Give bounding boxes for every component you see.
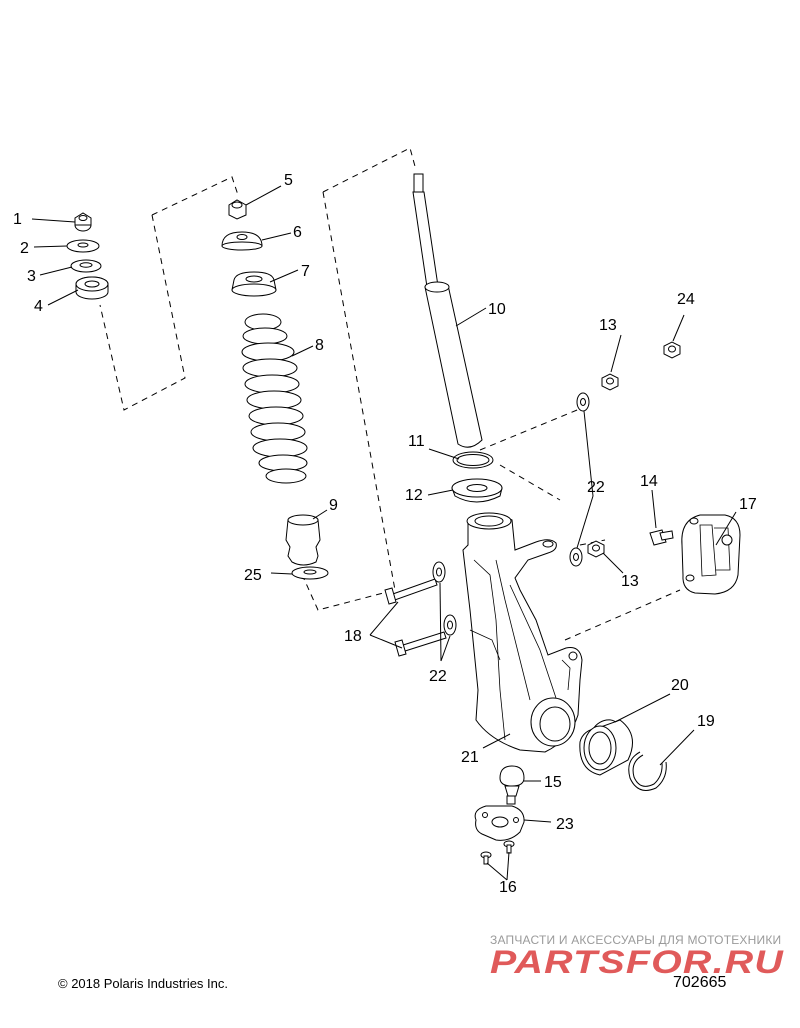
- part-6-mount: [221, 231, 263, 251]
- part-22-washers-right: [569, 392, 590, 567]
- part-8-coil-spring: [241, 313, 308, 484]
- part-20-bearing: [579, 719, 633, 776]
- callout-20: 20: [671, 677, 689, 694]
- callout-17: 17: [739, 496, 757, 513]
- part-5-nut: [228, 199, 247, 220]
- part-9-bump-stop: [285, 514, 321, 566]
- part-11-ring: [452, 451, 494, 469]
- callout-22-left: 22: [429, 668, 447, 685]
- callout-16: 16: [499, 879, 517, 896]
- callout-8: 8: [315, 337, 324, 354]
- part-15-ball-joint: [499, 765, 525, 805]
- part-3-washer: [70, 259, 102, 273]
- callout-4: 4: [34, 298, 43, 315]
- part-19-retaining-ring: [628, 751, 667, 791]
- part-17-caliper: [681, 514, 741, 595]
- watermark-logo: PARTSFOR.RU: [490, 944, 784, 978]
- callout-numbers: 1 2 3 4 5 6 7 8 9 10 11 12 13 13 14 15 1…: [13, 172, 757, 896]
- callout-22-right: 22: [587, 479, 605, 496]
- callout-23: 23: [556, 816, 574, 833]
- part-7-seat: [231, 271, 277, 297]
- callout-21: 21: [461, 749, 479, 766]
- assembly-guides: [99, 147, 681, 641]
- diagram-number: 702665: [673, 974, 727, 991]
- part-22-washers-left: [432, 561, 457, 636]
- callout-13-top: 13: [599, 317, 617, 334]
- watermark-logo-text: PARTSFOR.RU: [490, 944, 784, 978]
- part-23-plate: [474, 805, 525, 841]
- part-18-bolts: [384, 578, 447, 657]
- callout-12: 12: [405, 487, 423, 504]
- part-14-bolt: [649, 529, 674, 546]
- callout-25: 25: [244, 567, 262, 584]
- callout-5: 5: [284, 172, 293, 189]
- part-1-nut: [74, 212, 92, 232]
- part-12-seat: [451, 478, 503, 503]
- callout-15: 15: [544, 774, 562, 791]
- callout-18: 18: [344, 628, 362, 645]
- callout-7: 7: [301, 263, 310, 280]
- callout-2: 2: [20, 240, 29, 257]
- callout-24: 24: [677, 291, 695, 308]
- part-21-knuckle: [462, 512, 583, 753]
- part-2-washer: [66, 239, 100, 253]
- callout-10: 10: [488, 301, 506, 318]
- part-4-bushing: [75, 276, 109, 300]
- callout-9: 9: [329, 497, 338, 514]
- watermark-tagline: ЗАПЧАСТИ И АКСЕССУАРЫ ДЛЯ МОТОТЕХНИКИ: [490, 933, 782, 947]
- part-10-shock-absorber: [412, 173, 483, 448]
- leader-lines: [31, 185, 737, 881]
- callout-19: 19: [697, 713, 715, 730]
- callout-3: 3: [27, 268, 36, 285]
- part-25-washer: [291, 566, 329, 580]
- part-24-nut: [663, 341, 681, 359]
- copyright: © 2018 Polaris Industries Inc.: [58, 976, 228, 991]
- callout-1: 1: [13, 211, 22, 228]
- callout-6: 6: [293, 224, 302, 241]
- callout-13-bottom: 13: [621, 573, 639, 590]
- callout-11: 11: [408, 433, 425, 450]
- callout-14: 14: [640, 473, 658, 490]
- part-16-screws: [480, 840, 515, 865]
- part-13-nuts: [587, 373, 619, 558]
